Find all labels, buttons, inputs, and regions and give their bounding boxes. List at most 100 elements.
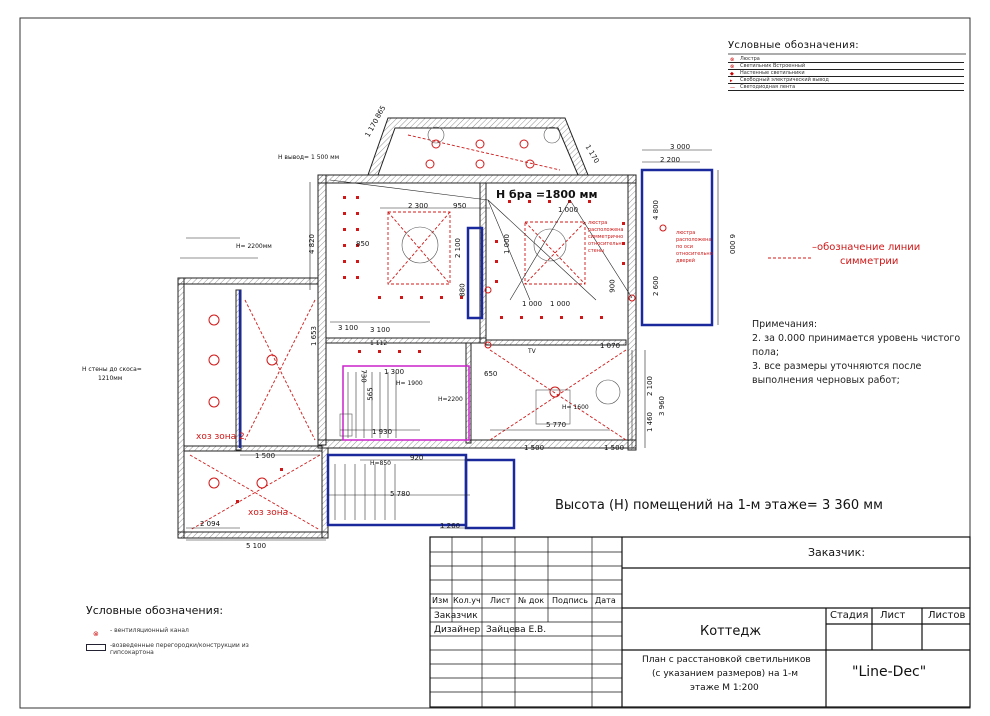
dim-text: 3 960 (658, 395, 667, 417)
note-item: 3. все размеры уточняются после выполнен… (752, 361, 922, 386)
dim-text: 3 100 (338, 324, 359, 332)
dim-text: 1 070 (600, 342, 621, 350)
dim-text: 2 100 (646, 375, 655, 397)
label-h1900: Н= 1900 (396, 380, 423, 387)
label-tv: TV (528, 348, 536, 355)
legend-top-title: Условные обозначения: (728, 40, 859, 51)
dim-text: 3 100 (370, 326, 391, 334)
dim-text: 650 (484, 370, 498, 378)
label-n-vyvod: Н вывод= 1 500 мм (278, 154, 340, 161)
dim-text: 1 653 (310, 325, 319, 347)
tb-header: № док (518, 596, 545, 605)
dim-text: 565 (366, 387, 375, 401)
dim-text: 730 (359, 369, 368, 383)
tb-header: Изм (432, 596, 449, 605)
dim-text: 1 000 (550, 300, 571, 308)
dim-text: 2 300 (408, 202, 429, 210)
floor-height-note: Высота (Н) помещений на 1-м этаже= 3 360… (555, 498, 883, 513)
label-hoz-zona-2: хоз зона 2 (196, 432, 245, 442)
tb-customer-label: Заказчик: (808, 546, 866, 559)
label-n-stenu: Н стены до скоса= (82, 366, 142, 373)
legend-row-gypsum: -возведенные перегородки/конструкции из … (86, 642, 260, 656)
tb-header: Подпись (552, 596, 588, 605)
dim-text: 4 820 (308, 233, 317, 255)
gypsum-partition-icon (86, 644, 106, 651)
dim-text: 5 780 (390, 490, 411, 498)
legend-row-led: — Светодиодная лента (728, 84, 964, 91)
label-lustra-axis: люстра расположена по оси относительно д… (676, 230, 713, 264)
gypsum-partitions (238, 168, 714, 530)
label-h1600: Н= 1600 (562, 404, 589, 411)
light-fixtures (208, 139, 667, 489)
label-h2200b: Н=2200 (438, 396, 463, 403)
symmetry-lines (189, 134, 812, 531)
dim-text: 1 000 (558, 206, 579, 214)
legend-label: - вентиляционный канал (110, 627, 189, 634)
label-h850: Н=850 (370, 460, 391, 467)
label-n-bra: Н бра =1800 мм (496, 188, 598, 201)
chandelier-icon: ⊗ (730, 57, 735, 63)
label-n-stenu-val: 1210мм (98, 375, 123, 382)
tb-stage: Стадия (830, 610, 869, 621)
staircase-outline (342, 365, 470, 441)
legend-bottom: Условные обозначения: - вентиляционный к… (86, 604, 306, 656)
tb-header: Лист (490, 596, 511, 605)
dim-text: 6 000 (728, 233, 737, 255)
sheet-frame (19, 17, 971, 709)
label-h2200: Н= 2200мм (236, 243, 272, 250)
dim-text: 1 112 (370, 340, 388, 347)
vent-symbol: ⊗ (93, 630, 99, 638)
dim-text: 2 600 (652, 275, 661, 297)
legend-row-wall-light: ◆ Настенные светильники (728, 70, 964, 77)
legend-label: Свободный электрический вывод (740, 77, 829, 83)
dim-text: 1 260 (440, 522, 461, 530)
spot-lights (236, 196, 625, 503)
outlet-icon: ▸ (730, 78, 733, 84)
dim-text: 1 500 (255, 452, 276, 460)
note-item: 2. за 0.000 принимается уровень чистого … (752, 333, 961, 358)
legend-label: Светодиодная лента (740, 84, 796, 90)
label-lustra-symmetric: люстра расположена симметрично относител… (588, 220, 625, 254)
stair-treads (334, 372, 397, 520)
legend-label: Люстра (740, 56, 760, 62)
tb-sheet-title-1: План с расстановкой светильников (642, 655, 811, 665)
tb-sheet-title-2: (с указанием размеров) на 1-м (652, 669, 799, 679)
dim-text: 2 094 (200, 520, 221, 528)
dim-text: 1 000 (503, 233, 512, 255)
tb-header: Дата (595, 596, 616, 605)
tb-row-customer: Заказчик (434, 611, 478, 621)
tb-row-designer: Дизайнер (434, 625, 481, 635)
legend-label: Настенные светильники (740, 70, 805, 76)
dim-text: 1 460 (646, 411, 655, 433)
tb-sheet: Лист (880, 610, 906, 621)
notes-title: Примечания: (752, 319, 818, 330)
wall-light-icon: ◆ (730, 71, 734, 77)
tb-designer-name: Зайцева Е.В. (486, 625, 547, 635)
dim-text: 5 770 (546, 421, 567, 429)
tb-sheets: Листов (928, 610, 966, 621)
legend-label: Светильник Встроенный (740, 63, 806, 69)
notes-block: Примечания: 2. за 0.000 принимается уров… (752, 318, 962, 388)
symmetry-note-1: –обозначение линии (812, 242, 921, 253)
plan-walls (177, 117, 637, 539)
dim-text: 1 000 (522, 300, 543, 308)
dim-text: 1 930 (372, 428, 393, 436)
legend-row-recessed: ⊗ Светильник Встроенный (728, 63, 964, 70)
tb-company: "Line-Dec" (852, 664, 927, 680)
dim-text: 3 000 (670, 143, 691, 151)
label-hoz-zona: хоз зона (248, 508, 289, 518)
furniture (339, 126, 621, 437)
recessed-light-icon: ⊗ (730, 64, 735, 70)
legend-row-chandelier: ⊗ Люстра (728, 56, 964, 63)
dim-text: 900 (608, 279, 617, 293)
dim-text: 880 (458, 283, 467, 297)
led-strip-icon: — (730, 85, 735, 91)
dim-text: 950 (453, 202, 467, 210)
symmetry-note-2: симметрии (840, 256, 899, 267)
legend-row-vent: - вентиляционный канал (86, 627, 306, 634)
legend-top: Условные обозначения: ⊗ Люстра ⊗ Светильни… (728, 40, 964, 91)
dim-text: 920 (410, 454, 424, 462)
legend-row-outlet: ▸ Свободный электрический вывод (728, 77, 964, 84)
